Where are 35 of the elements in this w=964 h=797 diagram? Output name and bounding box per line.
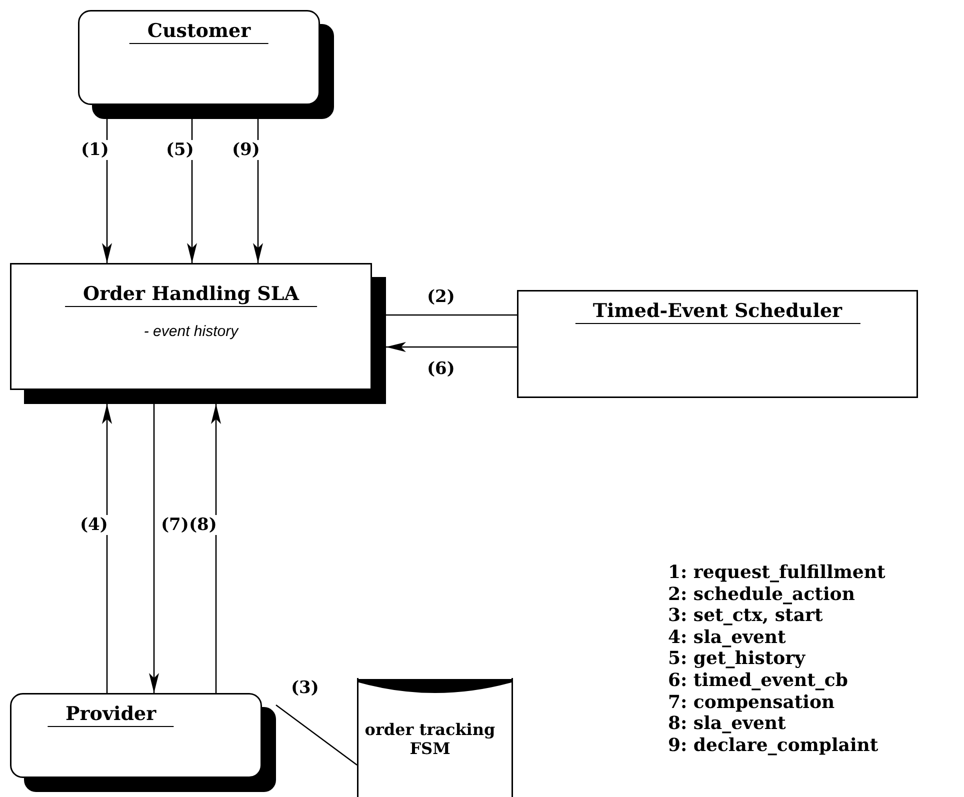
edge-label: (1)	[80, 140, 110, 160]
arrow	[211, 404, 221, 693]
edge-label: (3)	[290, 678, 320, 698]
edge-label: (7)	[160, 515, 190, 535]
legend-entry: 3: set_ctx, start	[668, 605, 823, 627]
arrow	[102, 404, 112, 693]
legend-entry: 1: request_fulfillment	[668, 562, 886, 584]
node-title: Timed-Event Scheduler	[574, 300, 860, 324]
node-label: order tracking FSM	[364, 720, 496, 758]
rounded-box	[78, 10, 334, 119]
legend-entry: 6: timed_event_cb	[668, 670, 848, 692]
legend-entry: 9: declare_complaint	[668, 734, 878, 756]
node-title: Provider	[47, 703, 174, 727]
legend-entry: 7: compensation	[668, 692, 835, 714]
legend-entry: 2: schedule_action	[668, 584, 855, 606]
process-box	[517, 290, 918, 398]
edge-label: (6)	[426, 359, 456, 379]
edge-label: (8)	[188, 515, 218, 535]
legend-entry: 5: get_history	[668, 648, 806, 670]
connector-line	[386, 314, 517, 316]
node-title: Customer	[129, 20, 269, 44]
node-note: - event history	[144, 323, 238, 340]
process-box	[10, 263, 386, 404]
fsm-document	[357, 678, 513, 797]
rounded-box	[10, 693, 276, 792]
arrow	[386, 342, 517, 352]
legend-entry: 4: sla_event	[668, 626, 786, 648]
arrow	[149, 404, 159, 693]
edge-label: (2)	[426, 287, 456, 307]
node-title: Order Handling SLA	[65, 283, 317, 307]
connector-line	[276, 704, 358, 766]
edge-label: (5)	[165, 140, 195, 160]
legend-entry: 8: sla_event	[668, 713, 786, 735]
edge-label: (4)	[79, 515, 109, 535]
edge-label: (9)	[231, 140, 261, 160]
